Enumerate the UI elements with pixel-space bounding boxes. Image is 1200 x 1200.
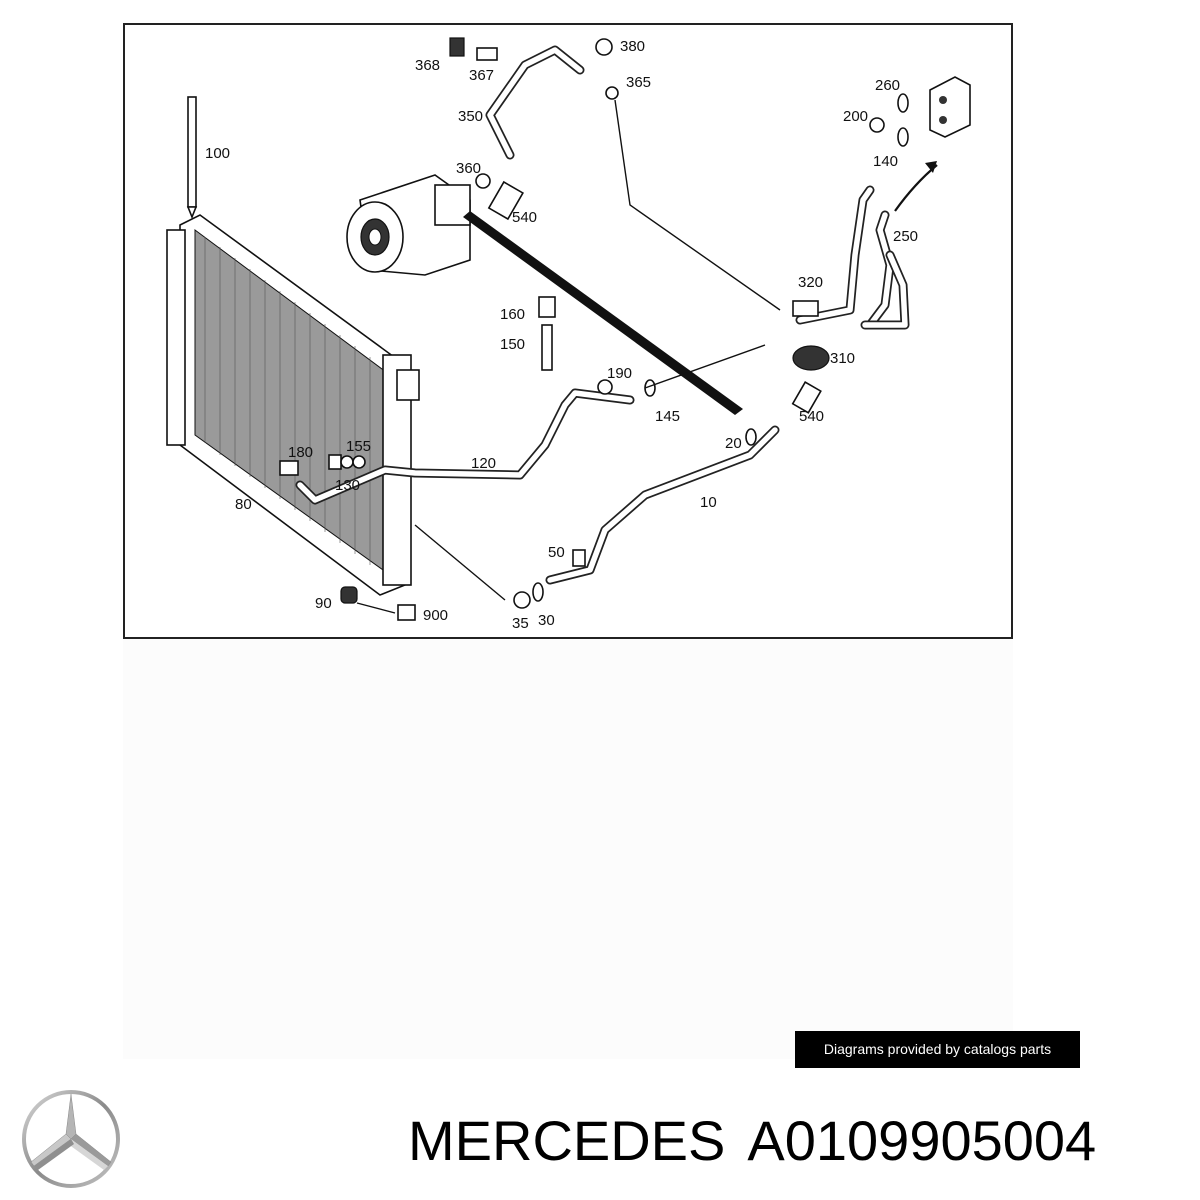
leader-lines (356, 99, 938, 614)
small-parts (279, 37, 830, 621)
callout-368: 368 (415, 57, 440, 74)
callout-155: 155 (346, 438, 371, 455)
callout-380: 380 (620, 38, 645, 55)
callout-80: 80 (235, 496, 252, 513)
callout-10: 10 (700, 494, 717, 511)
callout-20: 20 (725, 435, 742, 452)
callout-120: 120 (471, 455, 496, 472)
callout-367: 367 (469, 67, 494, 84)
blank-area (123, 639, 1013, 1059)
refrigerant-hoses (295, 45, 910, 585)
callout-360: 360 (456, 160, 481, 177)
callout-180: 180 (288, 444, 313, 461)
callout-190: 190 (607, 365, 632, 382)
callout-310: 310 (830, 350, 855, 367)
callout-320: 320 (798, 274, 823, 291)
callout-540-bottom: 540 (799, 408, 824, 425)
callout-150: 150 (500, 336, 525, 353)
callout-140: 140 (873, 153, 898, 170)
callout-160: 160 (500, 306, 525, 323)
callout-35: 35 (512, 615, 529, 632)
callout-130: 130 (335, 477, 360, 494)
callout-145: 145 (655, 408, 680, 425)
callout-350: 350 (458, 108, 483, 125)
expansion-valve-part (869, 76, 971, 147)
callout-30: 30 (538, 612, 555, 629)
credit-badge: Diagrams provided by catalogs parts (795, 1031, 1080, 1068)
callout-540-top: 540 (512, 209, 537, 226)
callout-250: 250 (893, 228, 918, 245)
callout-200: 200 (843, 108, 868, 125)
part-number: A0109905004 (747, 1109, 1097, 1172)
condenser-part (166, 214, 420, 596)
callout-100: 100 (205, 145, 230, 162)
callout-900: 900 (423, 607, 448, 624)
brand-name: MERCEDES (408, 1109, 726, 1172)
callout-260: 260 (875, 77, 900, 94)
callout-50: 50 (548, 544, 565, 561)
parts-diagram: 368 367 380 365 350 360 540 100 260 200 … (123, 23, 1013, 639)
part-title: MERCEDES A0109905004 (408, 1109, 1096, 1173)
callout-labels: 368 367 380 365 350 360 540 100 260 200 … (205, 38, 918, 632)
callout-365: 365 (626, 74, 651, 91)
callout-90: 90 (315, 595, 332, 612)
ac-system-diagram: 368 367 380 365 350 360 540 100 260 200 … (166, 37, 971, 632)
mercedes-star-icon (22, 1090, 120, 1188)
compressor-part (346, 174, 471, 276)
drier-rod-part (186, 96, 198, 220)
